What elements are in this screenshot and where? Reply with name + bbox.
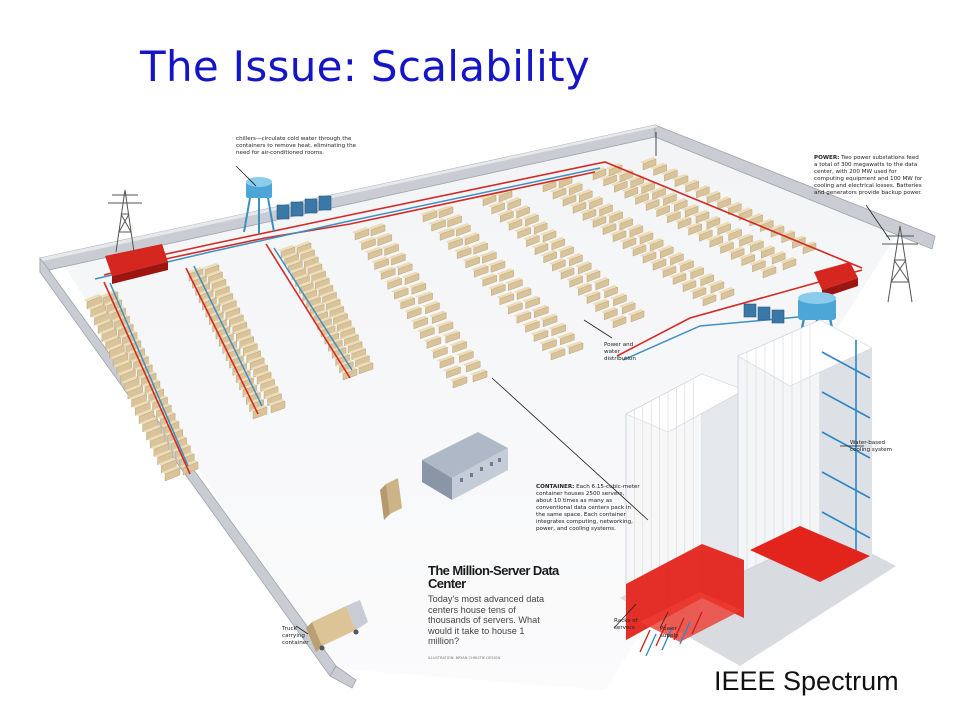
wall-top-edge [40,125,658,261]
pylon-right [882,225,918,303]
container-cutaway [620,319,896,666]
chiller-units-left [276,195,332,220]
container-note-label: CONTAINER: [536,484,575,490]
callout-lines [235,132,891,635]
container-note-text: Each 6.15-cubic-meter container houses 2… [536,484,640,532]
illustration-body: Today's most advanced data centers house… [428,594,545,647]
power-note-label: POWER: [814,155,840,161]
power-water-label: Power and water distribution [604,342,636,362]
loose-container [380,478,402,520]
chiller-units-right [743,303,785,324]
central-building [422,432,508,500]
power-note: POWER: Two power substations feed a tota… [814,155,924,197]
illustration-heading: The Million-Server Data Center [428,563,559,591]
pylon-left [108,189,142,253]
power-note-text: Two power substations feed a total of 30… [814,155,923,196]
container-note: CONTAINER: Each 6.15-cubic-meter contain… [536,484,640,533]
chillers-note-text: chillers—circulate cold water through th… [236,136,357,156]
power-substation-left [105,244,168,284]
water-tower-left [243,177,275,234]
chillers-note: chillers—circulate cold water through th… [236,136,360,157]
water-cooling-label: Water-based cooling system [850,440,893,453]
power-distribution-lines [103,161,863,475]
power-substation-right [814,262,858,298]
racks-label: Racks of servers [614,618,638,631]
truck-carrying-container [306,600,368,652]
illustration-credit: ILLUSTRATION: BRYAN CHRISTIE DESIGN [428,656,501,660]
slide-title: The Issue: Scalability [140,42,591,91]
source-credit: IEEE Spectrum [714,666,899,696]
power-supply-label: Power supply [660,626,679,639]
truck-label: Truck carrying container [282,626,309,646]
